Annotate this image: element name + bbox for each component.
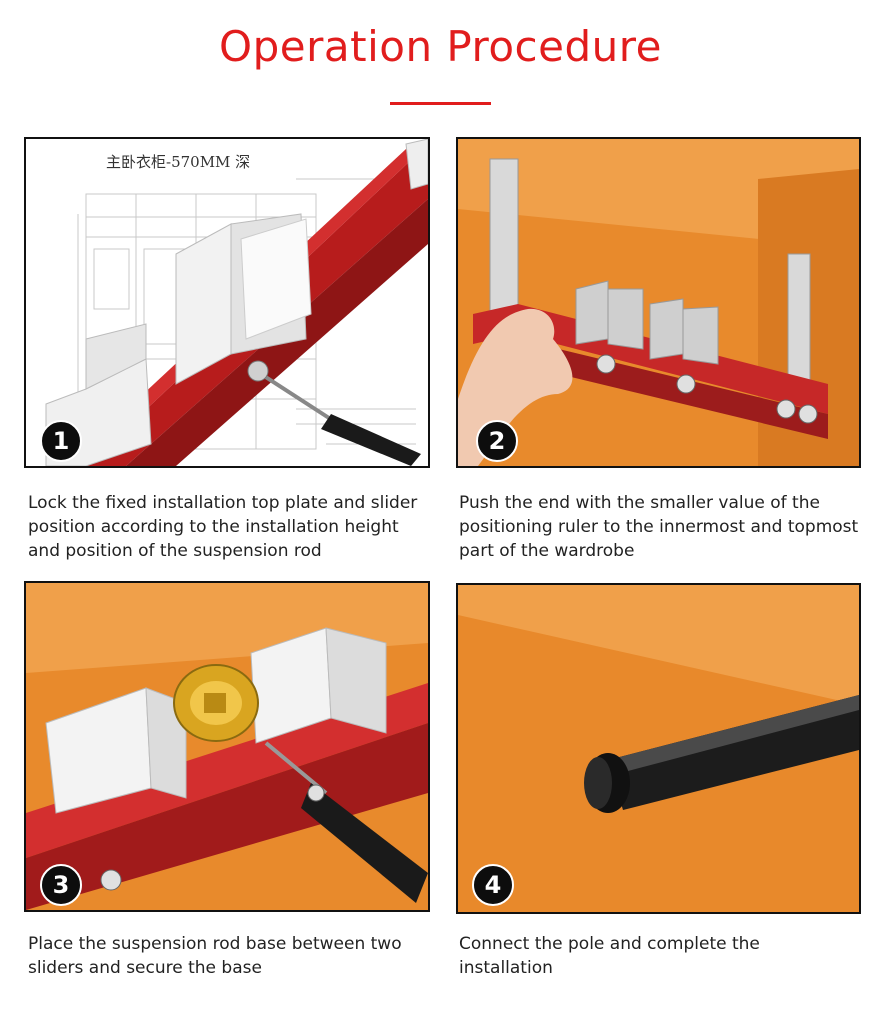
slider-blocks [575,280,719,365]
vertical-rulers [489,158,811,405]
step-2-caption: Push the end with the smaller value of t… [459,493,859,561]
screwdriver [259,372,421,466]
step-3-illustration [26,583,428,910]
positioning-ruler [26,683,428,910]
screw-icons [100,784,325,891]
step-4-caption: Connect the pole and complete the instal… [459,934,760,978]
wardrobe-top-panel [458,585,859,705]
hanging-pole [584,695,859,813]
step-1-image: 主卧衣柜-570MM 深 1 [24,137,430,468]
step-number-badge: 1 [40,420,82,462]
rod-base [173,664,259,742]
slider-blocks [45,627,387,814]
step-number-badge: 2 [476,420,518,462]
step-number-badge: 4 [472,864,514,906]
drawing-label: 主卧衣柜-570MM 深 [106,153,250,171]
step-4-image: 4 [456,583,861,914]
screw-icons [596,354,818,424]
step-1-illustration: 主卧衣柜-570MM 深 [26,139,428,466]
step-2-image: 2 [456,137,861,468]
step-3-image: 3 [24,581,430,912]
step-4-illustration [458,585,859,912]
title-underline [390,102,491,105]
step-1-caption: Lock the fixed installation top plate an… [28,493,418,561]
step-2-illustration [458,139,859,466]
page-title: Operation Procedure [219,22,662,71]
step-3-caption: Place the suspension rod base between tw… [28,934,402,978]
screw-icon [247,360,269,382]
step-number-badge: 3 [40,864,82,906]
